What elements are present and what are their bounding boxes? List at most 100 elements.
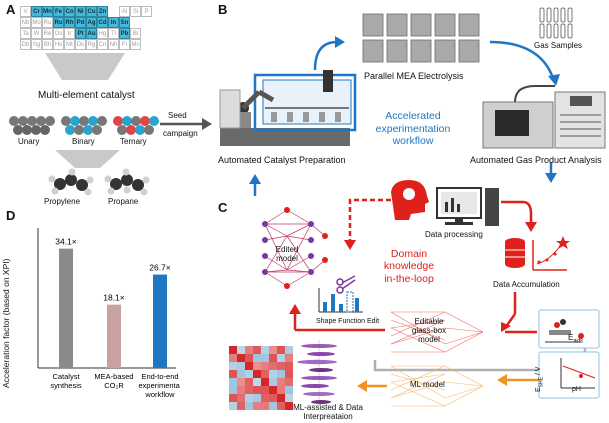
heatmap-cell (229, 354, 237, 362)
panel-label-c: C (218, 200, 228, 215)
accumulation-plot-icon (532, 236, 570, 271)
heatmap-cell (237, 394, 245, 402)
beeswarm-plot-icon (297, 340, 337, 406)
unary-cluster-icon (9, 116, 55, 135)
heatmap-cell (245, 394, 253, 402)
heatmap-cell (237, 362, 245, 370)
propane-molecule-icon (104, 168, 150, 196)
category-label-1: synthesis (50, 381, 82, 390)
heatmap-cell (245, 354, 253, 362)
category-label-2: MEA-based (94, 372, 133, 381)
pourbaix-e: E (535, 387, 542, 392)
heatmap-cell (285, 386, 293, 394)
category-label-3: workflow (144, 390, 175, 399)
heatmap-cell (253, 402, 261, 410)
element-au: Au (86, 28, 97, 39)
bar-3 (153, 274, 167, 368)
element-w: W (31, 28, 42, 39)
element-zn: Zn (97, 6, 108, 17)
panel-label-d: D (6, 208, 16, 223)
adsorbate-surface-icon (545, 319, 584, 343)
heatmap-cell (261, 378, 269, 386)
workflow-line-2: experimentation (375, 122, 451, 135)
element-mc: Mc (130, 39, 141, 50)
element-re: Re (42, 28, 53, 39)
element-nh: Nh (108, 39, 119, 50)
heatmap-cell (229, 402, 237, 410)
propane-label: Propane (108, 197, 139, 206)
heatmap-cell (245, 386, 253, 394)
shape-function-label: Shape Function Edit (316, 318, 380, 325)
element-fl: Fl (119, 39, 130, 50)
element-v: V (20, 6, 31, 17)
binary-cluster-icon (61, 116, 107, 135)
pourbaix-unit: / V (535, 366, 542, 378)
workflow-label: Accelerated experimentation workflow (365, 110, 461, 148)
domain-line-2: knowledge (383, 260, 435, 273)
domain-line-3: in-the-loop (384, 272, 434, 285)
pourbaix-panel (538, 351, 600, 399)
heatmap-cell (229, 378, 237, 386)
propylene-label: Propylene (44, 197, 81, 206)
heatmap-cell (245, 346, 253, 354)
element-os: Os (53, 28, 64, 39)
heatmap-cell (269, 362, 277, 370)
workflow-line-3: workflow (392, 135, 434, 148)
heatmap-cell (269, 394, 277, 402)
pourbaix-y-label: ESHE / V (535, 367, 545, 392)
heatmap-cell (253, 386, 261, 394)
heatmap-cell (277, 402, 285, 410)
ml-model-label: ML model (410, 380, 445, 389)
acceleration-bar-chart: 34.1×Catalystsynthesis18.1×MEA-basedCO₂R… (37, 228, 180, 399)
glass-box-line-3: model (418, 334, 440, 344)
element-pd: Pd (75, 17, 86, 28)
heatmap-cell (245, 402, 253, 410)
heatmap-cell (277, 370, 285, 378)
element-pt: Pt (75, 28, 86, 39)
heatmap-cell (269, 354, 277, 362)
panel-c-graphics (229, 180, 600, 410)
element-mn: Mn (42, 6, 53, 17)
element-si: Si (130, 6, 141, 17)
ml-model-network-icon (390, 365, 484, 407)
heatmap-cell (261, 386, 269, 394)
category-label-3: experimental (139, 381, 180, 390)
heatmap-cell (261, 354, 269, 362)
heatmap-cell (229, 370, 237, 378)
element-mo: Mo (31, 17, 42, 28)
correlation-heatmap-icon (229, 346, 293, 410)
catalyst-prep-robot-icon (219, 70, 357, 146)
eads-main: E (568, 333, 574, 342)
pourbaix-x-label: pH (572, 386, 581, 393)
heatmap-cell (229, 386, 237, 394)
computer-icon (436, 187, 499, 226)
element-rg: Rg (86, 39, 97, 50)
element-ds: Ds (75, 39, 86, 50)
heatmap-cell (253, 370, 261, 378)
element-cd: Cd (97, 17, 108, 28)
heatmap-cell (253, 354, 261, 362)
element-ag: Ag (86, 17, 97, 28)
heatmap-cell (229, 362, 237, 370)
gas-sample-tubes-icon (539, 7, 573, 39)
mea-electrolyzer-array-icon (362, 13, 480, 63)
heatmap-cell (285, 346, 293, 354)
gas-analysis-label: Automated Gas Product Analysis (470, 155, 602, 165)
element-ni: Ni (75, 6, 86, 17)
scissors-icon (336, 275, 356, 294)
catalyst-prep-label: Automated Catalyst Preparation (218, 155, 346, 165)
heatmap-cell (261, 370, 269, 378)
element-hs: Hs (53, 39, 64, 50)
pourbaix-plot-icon (560, 358, 596, 389)
panel-a-graphics (9, 53, 212, 196)
heatmap-cell (245, 362, 253, 370)
heatmap-cell (261, 346, 269, 354)
eads-panel (538, 309, 600, 349)
seed-arrow-head-icon (202, 118, 212, 130)
data-accumulation-label: Data Accumulation (493, 280, 560, 289)
multi-element-label: Multi-element catalyst (38, 90, 135, 101)
glass-box-line-1: Editable (414, 317, 444, 326)
element-cr: Cr (31, 6, 42, 17)
heatmap-cell (285, 354, 293, 362)
heatmap-cell (277, 362, 285, 370)
